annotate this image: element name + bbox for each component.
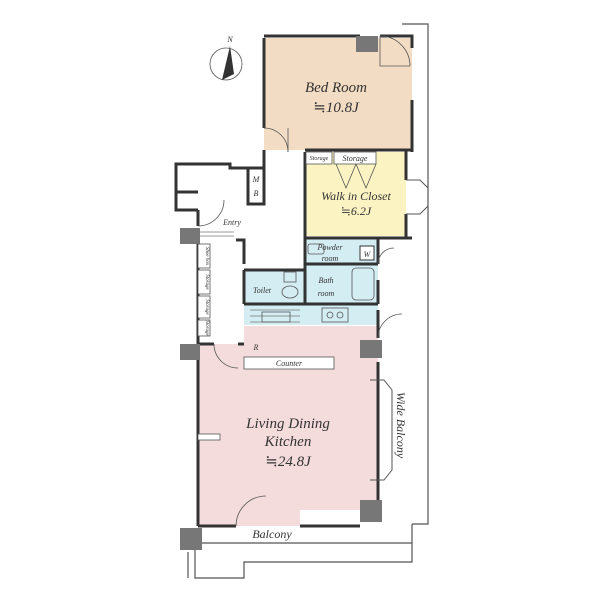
compass-arrow-icon xyxy=(222,46,234,80)
bedroom-size: ≒10.8J xyxy=(313,100,360,116)
bedroom-name: Bed Room xyxy=(305,80,367,96)
walkin-size: ≒6.2J xyxy=(341,204,372,218)
compass-circle xyxy=(209,47,243,81)
storage-small-label: Storage xyxy=(310,156,329,162)
walls xyxy=(174,34,414,528)
bath-label-1: Bath xyxy=(318,276,333,285)
bedroom-fill xyxy=(264,38,412,150)
bath-label-2: room xyxy=(318,289,335,298)
storage-a-label: Storage xyxy=(204,274,209,290)
left-storage-boxes xyxy=(197,243,211,337)
kitchen-fixtures xyxy=(261,307,349,323)
door-swings xyxy=(197,35,411,527)
compass: N xyxy=(209,35,243,81)
bath-fixtures xyxy=(281,243,375,301)
counter xyxy=(243,356,335,370)
shoebox-label: Shoe box xyxy=(204,247,209,266)
pillars xyxy=(180,36,382,550)
ldk-fill xyxy=(198,326,378,526)
r-mark: R xyxy=(253,343,259,352)
compass-label: N xyxy=(226,35,233,44)
powder-label-1: Powder xyxy=(317,243,344,252)
ldk-size: ≒24.8J xyxy=(265,454,312,470)
bath-fill xyxy=(306,264,378,304)
balcony-label: Balcony xyxy=(252,527,292,541)
toilet-label: Toilet xyxy=(253,286,272,295)
washer-box xyxy=(359,245,375,261)
balcony-outline xyxy=(187,23,429,579)
mb-label-1: M xyxy=(252,175,261,184)
powder-label-2: room xyxy=(322,254,339,263)
ldk-label-2: Kitchen xyxy=(264,434,312,450)
storage-c-label: Storage xyxy=(204,320,209,336)
storage-label: Storage xyxy=(343,154,368,163)
entry-label: Entry xyxy=(222,218,241,227)
ldk-label-1: Living Dining xyxy=(245,416,330,432)
bay-window xyxy=(370,179,429,481)
washer-label: W xyxy=(364,250,372,259)
counter-label: Counter xyxy=(276,359,303,368)
ldk-sill xyxy=(197,433,221,441)
mb-label-2: B xyxy=(254,189,259,198)
wide-balcony-label: Wide Balcony xyxy=(394,392,408,459)
walkin-name: Walk in Closet xyxy=(321,189,391,203)
storage-b-label: Storage xyxy=(204,299,209,315)
walkin-fill xyxy=(306,152,406,236)
top-storage-boxes xyxy=(305,151,377,165)
